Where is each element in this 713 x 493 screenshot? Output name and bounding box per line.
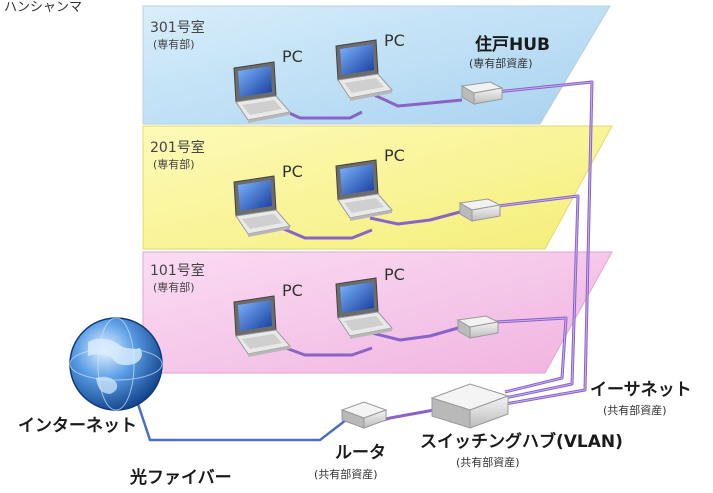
laptop-icon: [335, 39, 393, 101]
laptop-icon: [233, 61, 291, 123]
laptop-icon: [233, 175, 291, 237]
cable-switch-router: [382, 408, 435, 422]
hub-101: [456, 315, 500, 339]
floor-201-room: 201号室: [150, 139, 205, 156]
switching-hub-label: スイッチングハブ(VLAN): [420, 431, 623, 452]
pc-label: PC: [282, 162, 303, 181]
cable-201-b: [369, 210, 461, 226]
hub-301: [460, 81, 504, 105]
router: [340, 401, 388, 429]
router-label: ルータ: [335, 443, 386, 463]
internet-label: インターネット: [18, 416, 137, 436]
pc-label: PC: [384, 265, 405, 284]
fiber-label: 光ファイバー: [129, 467, 232, 488]
laptop-icon: [335, 277, 393, 339]
pc-label: PC: [282, 47, 303, 66]
floor-301-area: (専有部): [153, 37, 195, 51]
header-fragment: ハンシャンマ: [4, 0, 82, 15]
switching-hub-sub-label: (共有部資産): [456, 455, 520, 469]
cable-101-b: [371, 326, 459, 342]
pc-label: PC: [384, 146, 405, 165]
cable-201-a: [271, 222, 373, 240]
hub-201: [458, 198, 502, 222]
fiber-cable: [128, 379, 347, 442]
hub-sub-label: (専有部資産): [469, 56, 533, 70]
cable-301-b: [371, 92, 463, 108]
ethernet-sub-label: (共有部資産): [603, 403, 667, 417]
floor-201-area: (専有部): [153, 157, 195, 171]
laptops: PC PC PC PC PC PC: [233, 31, 405, 357]
hub-label: 住戸HUB: [475, 34, 550, 55]
pc-label: PC: [282, 281, 303, 300]
pc-label: PC: [384, 31, 405, 50]
floor-101-area: (専有部): [153, 280, 195, 294]
router-sub-label: (共有部資産): [314, 467, 378, 481]
ethernet-label: イーサネット: [590, 380, 692, 400]
laptop-icon: [335, 159, 393, 221]
lan-cables-highlight: [495, 81, 593, 405]
laptop-icon: [233, 295, 291, 357]
switching-hub: [430, 383, 510, 429]
floor-101-room: 101号室: [150, 262, 205, 279]
globe-icon: [69, 317, 163, 411]
floor-301-room: 301号室: [150, 19, 205, 36]
